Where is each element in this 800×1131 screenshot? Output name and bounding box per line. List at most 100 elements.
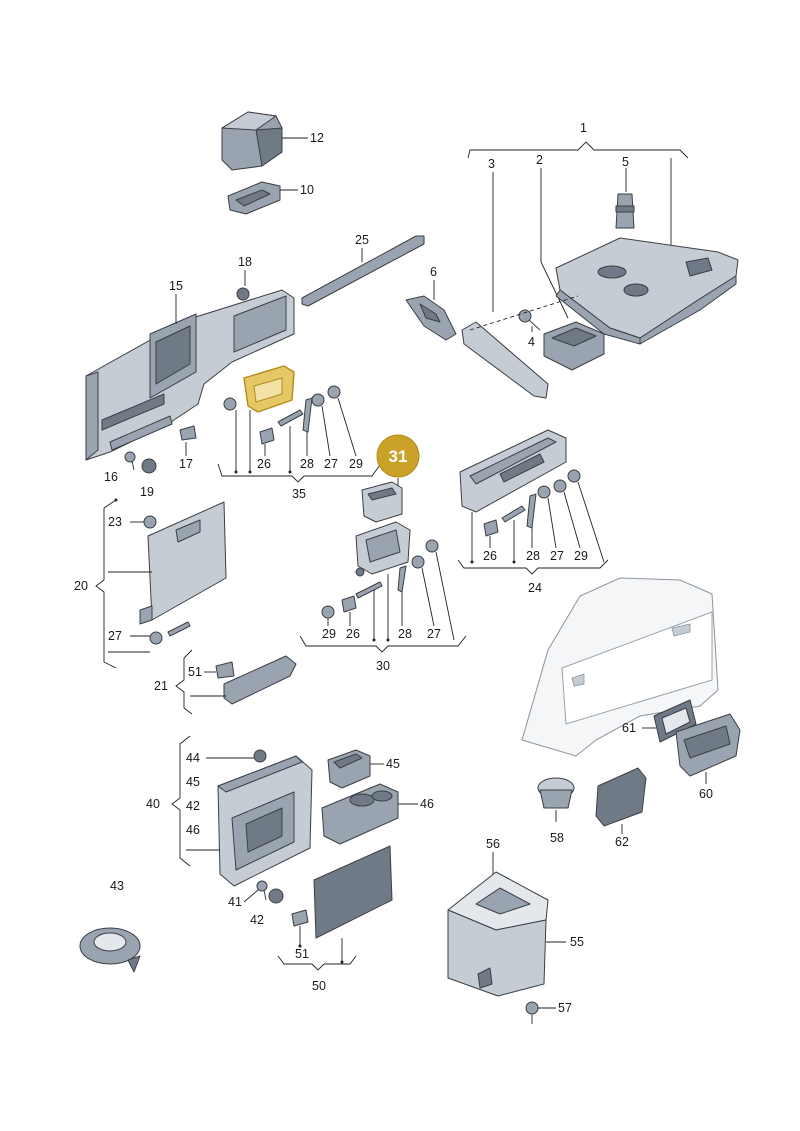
part-29-damper-b[interactable] xyxy=(321,605,335,619)
part-57-screw[interactable] xyxy=(525,1001,539,1024)
highlight-badge-31[interactable]: 31 xyxy=(376,434,420,478)
part-51-clip-a[interactable] xyxy=(215,661,235,679)
label-45a: 45 xyxy=(186,775,200,789)
label-62: 62 xyxy=(615,835,629,849)
part-10-vent[interactable] xyxy=(227,181,281,215)
part-42-cap[interactable] xyxy=(268,888,284,904)
part-46-cupholder[interactable] xyxy=(321,783,399,845)
part-6-hinge[interactable] xyxy=(405,295,457,341)
part-62-lid[interactable] xyxy=(595,767,647,827)
part-3-lid[interactable] xyxy=(461,321,549,399)
part-51-clip-b[interactable] xyxy=(291,909,309,927)
part-43-tape-roll[interactable] xyxy=(79,927,141,973)
part-61-frame[interactable] xyxy=(653,699,697,743)
part-29-damper-a[interactable] xyxy=(327,385,341,399)
part-50-mat[interactable] xyxy=(313,845,393,939)
label-25: 25 xyxy=(355,233,369,247)
part-27-latch-a[interactable] xyxy=(311,393,325,407)
part-26-spring-b[interactable] xyxy=(341,595,357,613)
label-35: 35 xyxy=(292,487,306,501)
part-5-bulb[interactable] xyxy=(615,193,635,229)
label-27c: 27 xyxy=(550,549,564,563)
label-2: 2 xyxy=(536,153,543,167)
label-17: 17 xyxy=(179,457,193,471)
label-1: 1 xyxy=(580,121,587,135)
label-27a: 27 xyxy=(324,457,338,471)
part-1-glovebox-housing[interactable] xyxy=(555,237,739,345)
label-51b: 51 xyxy=(295,947,309,961)
label-46b: 46 xyxy=(420,797,434,811)
label-27d: 27 xyxy=(108,629,122,643)
part-28-rod-a[interactable] xyxy=(277,397,313,433)
part-26-spring-c[interactable] xyxy=(483,519,499,537)
part-41-screw[interactable] xyxy=(256,880,268,901)
label-26a: 26 xyxy=(257,457,271,471)
part-4-screw[interactable] xyxy=(518,309,541,331)
part-30-damper[interactable] xyxy=(425,539,439,553)
label-12: 12 xyxy=(310,131,324,145)
part-16-screw[interactable] xyxy=(124,451,136,471)
label-18: 18 xyxy=(238,255,252,269)
label-29a: 29 xyxy=(349,457,363,471)
label-28a: 28 xyxy=(300,457,314,471)
label-19: 19 xyxy=(140,485,154,499)
label-56: 56 xyxy=(486,837,500,851)
label-60: 60 xyxy=(699,787,713,801)
part-24-glovebox-lid[interactable] xyxy=(459,429,567,513)
part-damper-left[interactable] xyxy=(223,397,237,411)
label-10: 10 xyxy=(300,183,314,197)
label-42a: 42 xyxy=(186,799,200,813)
part-15-frame[interactable] xyxy=(85,289,295,461)
part-31-compartment-highlighted[interactable] xyxy=(243,365,295,413)
part-58-knob[interactable] xyxy=(537,777,575,809)
label-29c: 29 xyxy=(574,549,588,563)
label-26c: 26 xyxy=(483,549,497,563)
part-26-spring-a[interactable] xyxy=(259,427,275,445)
label-41: 41 xyxy=(228,895,242,909)
svg-text:31: 31 xyxy=(389,447,408,466)
label-26b: 26 xyxy=(346,627,360,641)
part-27-latch-c[interactable] xyxy=(537,485,551,499)
part-21-handle[interactable] xyxy=(223,655,297,705)
interior-door-panel xyxy=(521,577,719,757)
label-51a: 51 xyxy=(188,665,202,679)
part-2-tray[interactable] xyxy=(543,321,605,371)
label-28b: 28 xyxy=(398,627,412,641)
label-5: 5 xyxy=(622,155,629,169)
part-17-clip[interactable] xyxy=(179,425,197,441)
part-44-clip[interactable] xyxy=(253,749,267,763)
part-19-cap[interactable] xyxy=(141,458,157,474)
label-28c: 28 xyxy=(526,549,540,563)
label-44: 44 xyxy=(186,751,200,765)
label-24: 24 xyxy=(528,581,542,595)
label-45b: 45 xyxy=(386,757,400,771)
part-18-clip[interactable] xyxy=(236,287,250,301)
label-57: 57 xyxy=(558,1001,572,1015)
label-40: 40 xyxy=(146,797,160,811)
part-31-insert[interactable] xyxy=(361,481,403,523)
label-55: 55 xyxy=(570,935,584,949)
label-42b: 42 xyxy=(250,913,264,927)
part-27-latch-b[interactable] xyxy=(411,555,425,569)
label-21: 21 xyxy=(154,679,168,693)
label-29b: 29 xyxy=(322,627,336,641)
part-45-pocket[interactable] xyxy=(327,749,371,789)
label-20: 20 xyxy=(74,579,88,593)
part-25-strip[interactable] xyxy=(301,235,425,307)
part-12-cover[interactable] xyxy=(221,111,283,171)
part-60-ashtray[interactable] xyxy=(675,713,741,777)
label-46a: 46 xyxy=(186,823,200,837)
part-30-box[interactable] xyxy=(355,521,411,577)
part-23-clip[interactable] xyxy=(143,515,157,529)
label-3: 3 xyxy=(488,157,495,171)
part-27-latch-d[interactable] xyxy=(149,621,191,645)
part-55-storage-bin[interactable] xyxy=(447,871,549,997)
label-61: 61 xyxy=(622,721,636,735)
part-40-carrier[interactable] xyxy=(217,755,313,887)
label-58: 58 xyxy=(550,831,564,845)
part-29-damper-c[interactable] xyxy=(553,469,581,493)
part-20-panel[interactable] xyxy=(139,501,227,625)
label-50: 50 xyxy=(312,979,326,993)
part-28-rod-c[interactable] xyxy=(501,493,537,529)
